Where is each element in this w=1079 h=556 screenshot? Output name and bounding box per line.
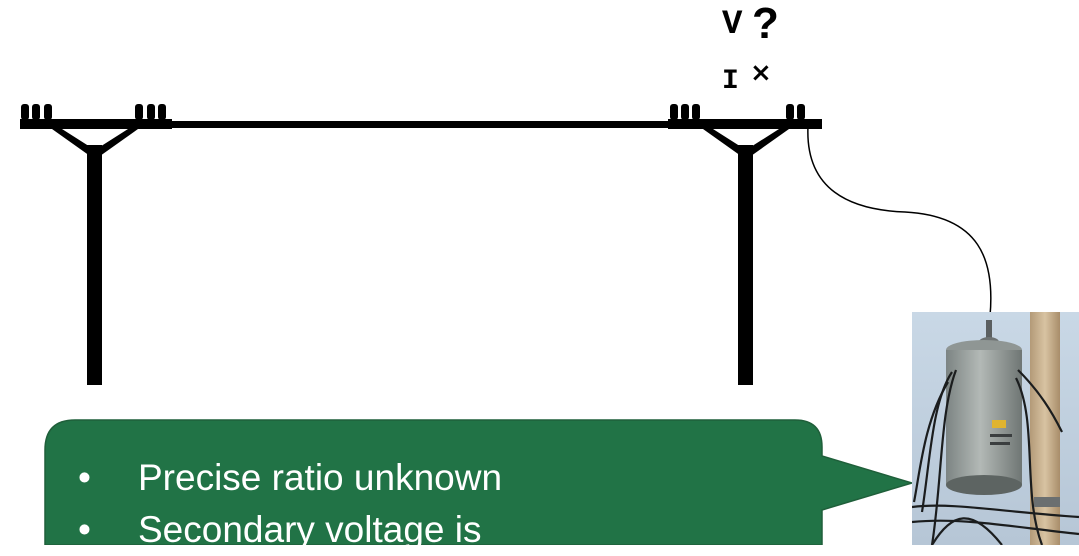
left-pole-post [87,145,102,385]
right-pole-insulators [670,104,805,120]
left-pole-insulators [21,104,166,120]
transformer-drop-wire [807,125,992,317]
right-utility-pole [668,104,822,385]
current-label: I [722,66,739,97]
right-pole-brace [703,129,789,156]
voltage-label: V [722,6,743,44]
left-utility-pole [20,104,172,385]
left-pole-crossarm [20,119,172,129]
callout-bullet-list: Precise ratio unknown Secondary voltage … [78,452,798,556]
callout-bullet-item: Precise ratio unknown [78,452,798,504]
voltage-unknown-mark: ? [752,0,779,48]
left-pole-brace [52,129,138,156]
power-line-conductor [170,121,670,128]
transformer-tank [946,350,1022,485]
right-pole-post [738,145,753,385]
right-pole-crossarm [668,119,822,129]
callout-bullet-item: Secondary voltage is [78,504,798,556]
transformer-photo [912,312,1079,545]
current-unknown-mark: × [750,58,772,88]
